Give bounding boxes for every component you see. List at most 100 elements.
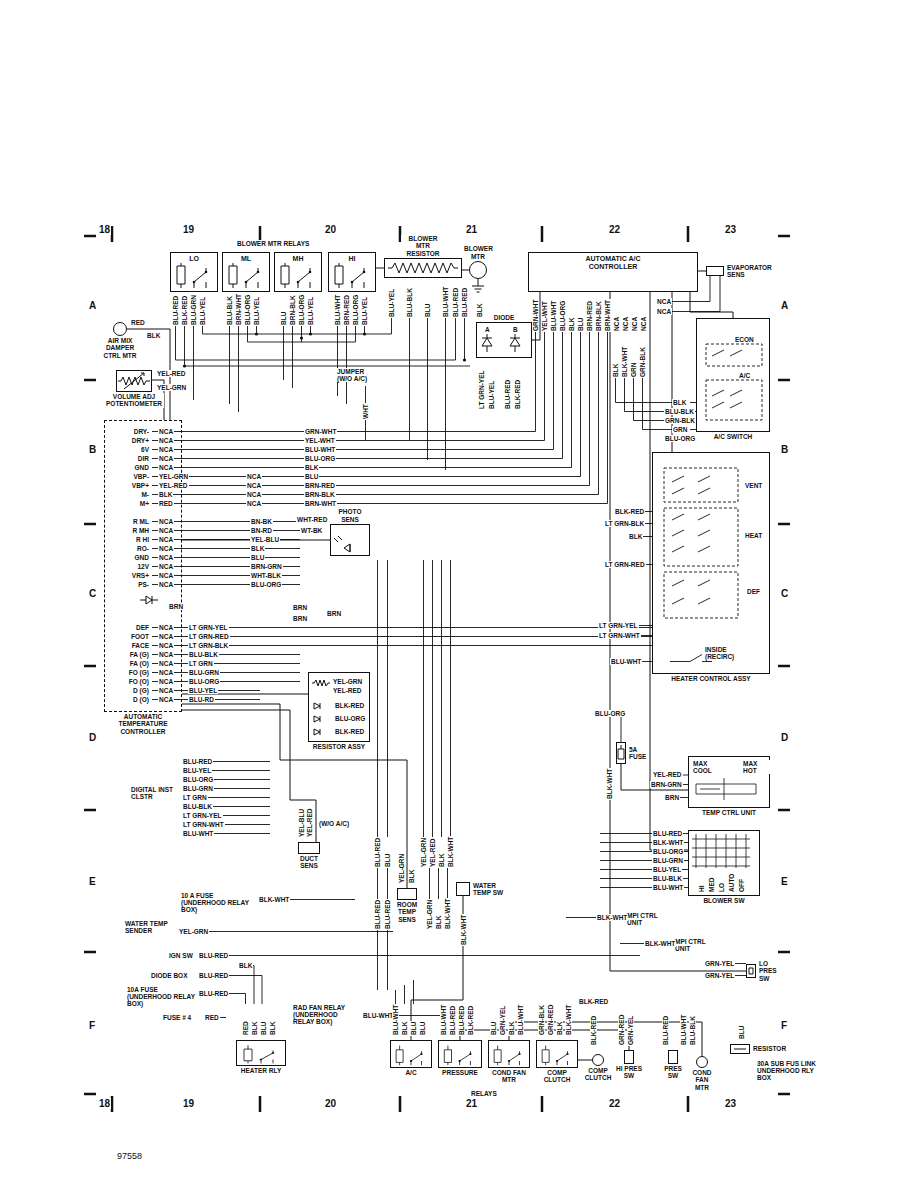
wire-label: BLU-WHT [440, 1004, 447, 1036]
wire-label: BLK [628, 533, 643, 540]
grid-reference: 21 [465, 1098, 478, 1109]
wire-label: BLU-ORG [559, 300, 566, 332]
wire-label: BLU-ORG [594, 710, 626, 717]
wire-label: BLK [408, 869, 415, 884]
wire-label: BRN [326, 610, 342, 617]
wire-label: NCA [246, 473, 262, 480]
wire-label: BLU-BLK [652, 875, 683, 882]
wire-label: BLU [280, 311, 287, 326]
wire-label: VRS+ [131, 572, 150, 579]
component-name: HI [332, 255, 372, 263]
component-name: VOLUME ADJ POTENTIOMETER [104, 393, 164, 408]
wire-label: BLK-RED [181, 295, 188, 326]
component-box: A/C SWITCH [696, 318, 770, 432]
wire-label: FA (O) [129, 660, 150, 667]
grid-reference: 19 [182, 1098, 195, 1109]
wire-label: BLU [260, 1021, 267, 1036]
wire-label: BLU-RED [461, 287, 468, 318]
wire-label: A/C [738, 372, 751, 379]
wire-label: BLU [424, 303, 431, 318]
wire-label: BLU-WHT [652, 884, 684, 891]
component-name: HEATER CONTROL ASSY [666, 675, 756, 682]
component-name: AUTOMATIC TEMPERATURE CONTROLLER [103, 713, 183, 735]
selector-grid [692, 778, 756, 868]
grid-reference: C [780, 588, 789, 599]
wire-label: FA (G) [129, 651, 150, 658]
component-name: BLOWER SW [694, 897, 754, 904]
wire-label: BRN-WHT [604, 299, 611, 332]
wire-label: NCA [622, 316, 629, 332]
wire-label: BLK-WHT [447, 836, 454, 868]
wire-label: BRN [168, 603, 184, 610]
wire-label: NCA [158, 651, 174, 658]
wire-label: GRN-WHT [304, 428, 337, 435]
grid-reference: 23 [724, 1098, 737, 1109]
component-name: PRES SW [660, 1065, 686, 1080]
wire-label: R ML [132, 518, 150, 525]
callout-label: MPI CTRL UNIT [626, 912, 668, 926]
wire-label: BLU-YEL [388, 288, 395, 318]
grid-reference: F [88, 1020, 96, 1031]
wire-label: BLK-WHT [621, 346, 628, 378]
wire-label: YEL-RED [652, 771, 683, 778]
wire-label: BLK-RED [614, 508, 645, 515]
wire-connector [182, 710, 316, 842]
wire-label: BLU-RED [374, 899, 381, 930]
grid-reference: 19 [182, 224, 195, 235]
component-name: WATER TEMP SW [472, 882, 508, 897]
component-name: BLOWER MTR RESISTOR [401, 235, 445, 257]
resistor-symbol [388, 263, 458, 273]
relay-symbol [177, 260, 207, 288]
wire-label: BLU-BLK [689, 1015, 696, 1046]
grid-reference: 20 [324, 1098, 337, 1109]
wire-label: GRN-YEL [499, 1005, 506, 1036]
wire-label: NCA [158, 633, 174, 640]
wire-label: BRN-BLK [595, 300, 602, 332]
wire-label: BRN-GRN [250, 563, 283, 570]
wire-label: YEL-WHT [541, 300, 548, 332]
component-name: LO PRES SW [758, 960, 784, 982]
grid-reference: B [780, 444, 789, 455]
wire-label: DRY+ [131, 437, 150, 444]
wire-label: BN-BK [250, 518, 273, 525]
wire-label: NCA [158, 563, 174, 570]
component-circle: COND FAN MTR [696, 1056, 708, 1068]
wire-label: BLU-RED [662, 1015, 669, 1046]
component-name: COMP CLUTCH [537, 1069, 577, 1084]
wire-label: NCA [158, 678, 174, 685]
wire-label: BLU [419, 1021, 426, 1036]
wire-label: YEL-RED [306, 807, 313, 838]
wire-label: YEL-GRN [426, 899, 433, 930]
relay-symbol [229, 260, 259, 288]
grid-reference: F [780, 1020, 788, 1031]
wire-label: BLU-YEL [188, 687, 218, 694]
wire-label: BRN-WHT [304, 500, 337, 507]
component-box: HEATER RLY [236, 1040, 286, 1066]
component-box: ML [222, 252, 270, 292]
component-name: RESISTOR [752, 1045, 792, 1052]
wire-label: WHT [362, 403, 369, 420]
wire-label: BLK-RED [514, 379, 521, 410]
resistor-symbol [312, 680, 753, 1049]
wire-label: BLU-WHT [392, 1004, 399, 1036]
wire-label: D (O) [132, 696, 150, 703]
wire-label: IGN SW [168, 952, 194, 959]
wire-label: NCA [640, 316, 647, 332]
wire-label: BLU [384, 853, 391, 868]
wire-label: BLK [438, 853, 445, 868]
wire-label: YEL-RED [429, 837, 436, 868]
wire-label: BLU-RED [449, 1005, 456, 1036]
wire-label: BLU-ORG [304, 455, 336, 462]
wire-label: BLU-RED [198, 990, 229, 997]
component-box: VOLUME ADJ POTENTIOMETER [116, 370, 152, 392]
wire-label: FACE [131, 642, 150, 649]
wire-label: NCA [158, 455, 174, 462]
wire-label: BLU-RED [374, 837, 381, 868]
component-name: TEMP CTRL UNIT [689, 809, 769, 816]
wire-label: D (G) [132, 687, 150, 694]
component-box: PHOTO SENS [330, 524, 370, 556]
wire-label: BLK-WHT [596, 914, 628, 921]
grid-reference: 23 [724, 224, 737, 235]
